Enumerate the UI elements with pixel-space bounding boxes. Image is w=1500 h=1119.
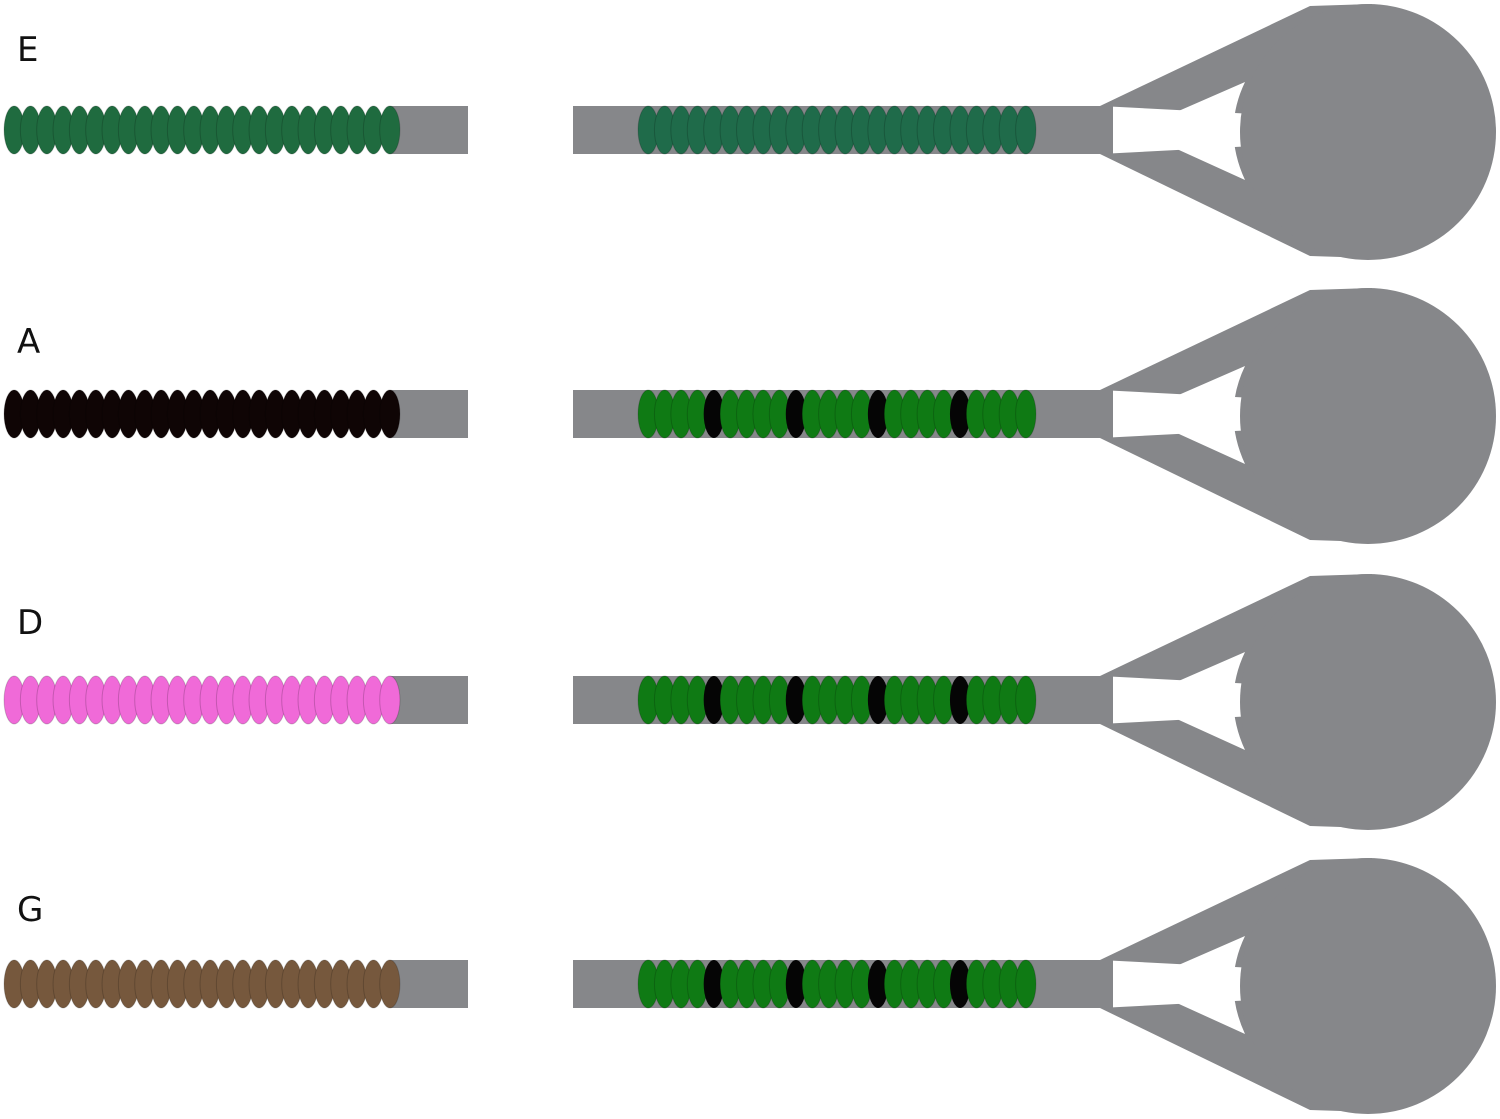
left-rod-stub [390,960,468,1008]
row-label-2: D [17,603,44,643]
marker-bead [867,390,889,438]
right-strand-bead [1015,675,1037,725]
racket-head-circle [1240,858,1496,1114]
racket-head-circle [1240,574,1496,830]
left-strand-bead [379,105,401,155]
row-label-0: E [17,30,39,70]
marker-bead [949,960,971,1008]
row-label-1: A [17,322,41,362]
racket-triangle-cutout [1135,652,1245,750]
left-strand-bead [379,389,401,439]
marker-bead [867,960,889,1008]
marker-bead [785,960,807,1008]
racket-triangle-cutout [1135,936,1245,1034]
racket-head-circle [1240,288,1496,544]
marker-arrow-tip [951,676,970,688]
marker-bead [949,390,971,438]
marker-arrow-tip [704,676,723,688]
marker-bead [785,390,807,438]
marker-bead [703,960,725,1008]
left-strand-bead [379,675,401,725]
racket-head-circle [1240,4,1496,260]
left-strand-bead [379,959,401,1009]
left-rod-stub [390,390,468,438]
marker-arrow-tip [869,676,888,688]
racket-triangle-cutout [1135,366,1245,464]
racket-triangle-cutout [1135,82,1245,180]
left-rod-stub [390,676,468,724]
right-strand-bead [1015,105,1037,155]
marker-bead [703,390,725,438]
left-rod-stub [390,106,468,154]
row-label-3: G [17,890,44,930]
right-strand-bead [1015,959,1037,1009]
right-strand-bead [1015,389,1037,439]
marker-arrow-tip [786,676,805,688]
